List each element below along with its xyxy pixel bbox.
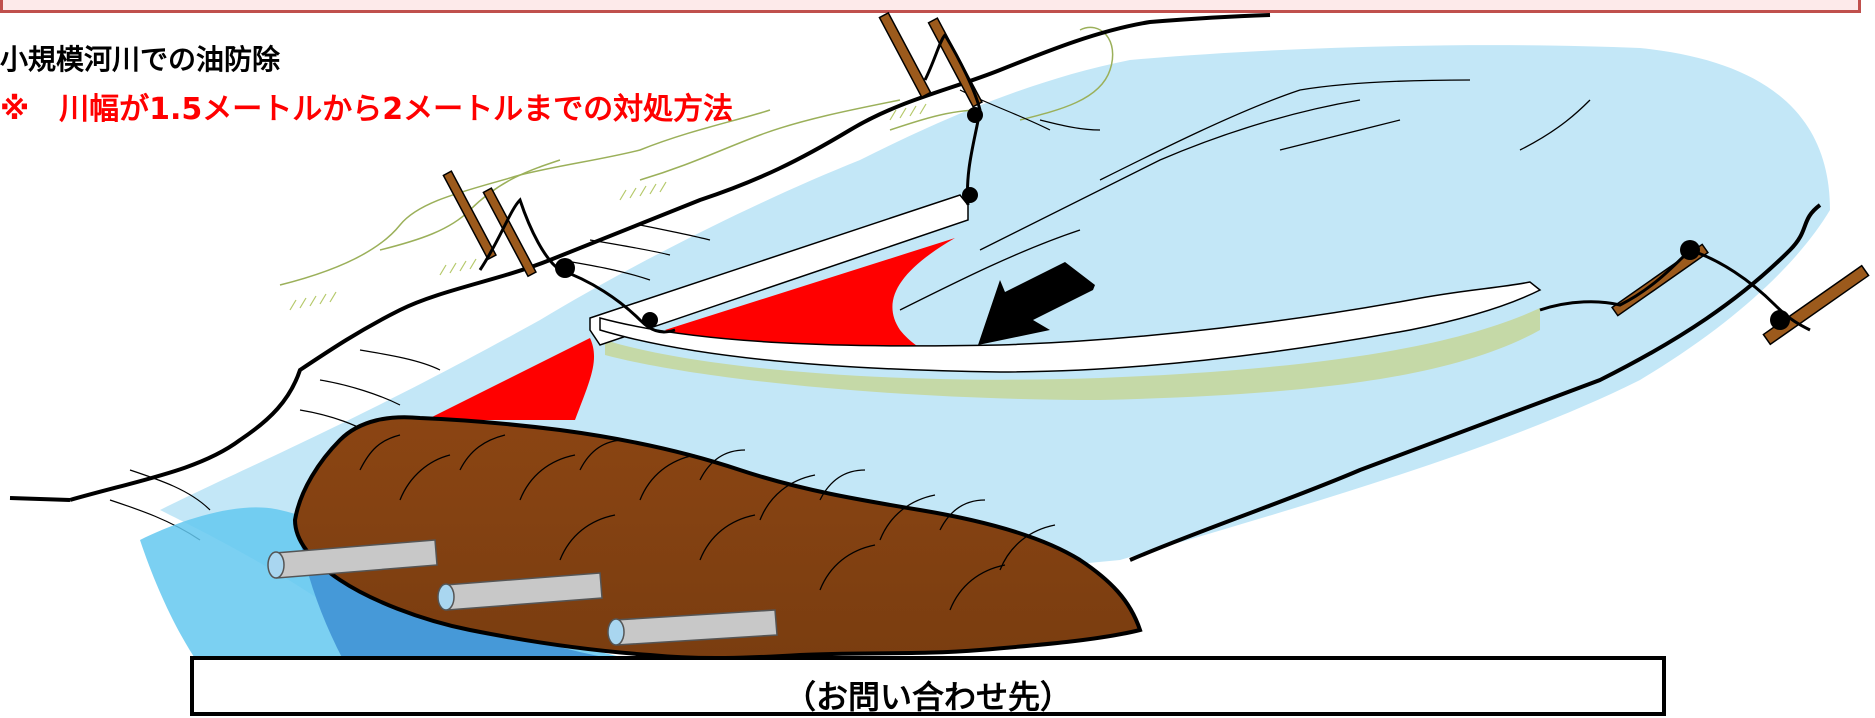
oil-slick-lower	[430, 338, 595, 420]
water-ripples	[899, 79, 1591, 311]
outflow-water-deep	[300, 540, 740, 685]
stakes	[442, 11, 1870, 346]
contact-box: （お問い合わせ先）	[190, 656, 1666, 716]
rope-knots	[555, 107, 1790, 330]
grass-tufts	[289, 103, 927, 311]
contact-label: （お問い合わせ先）	[783, 678, 1072, 716]
grass-sketch	[279, 26, 1114, 286]
oil-slick-upper	[665, 238, 955, 365]
arrow-down-left-icon	[978, 262, 1095, 345]
drain-pipe-end	[437, 583, 455, 611]
stake	[1762, 264, 1870, 346]
earth-texture	[359, 434, 1056, 611]
diagram-note: ※ 川幅が1.5メートルから2メートルまでの対処方法	[0, 92, 734, 127]
oil-boom	[589, 194, 969, 346]
drain-pipe-end	[267, 551, 285, 579]
lower-bank	[1129, 203, 1822, 562]
drain-pipes	[267, 539, 778, 646]
river-scene	[9, 11, 1870, 685]
stake	[442, 170, 497, 261]
top-banner	[0, 0, 1861, 13]
drain-pipe-end	[607, 618, 625, 646]
oil-boom-long	[599, 281, 1542, 373]
bank-hatching	[109, 89, 1101, 541]
diagram-title: 小規模河川での油防除	[0, 43, 281, 76]
stake	[482, 187, 537, 278]
boom-shadow	[605, 308, 1540, 400]
stake	[878, 11, 932, 99]
upper-bank	[69, 13, 1271, 502]
